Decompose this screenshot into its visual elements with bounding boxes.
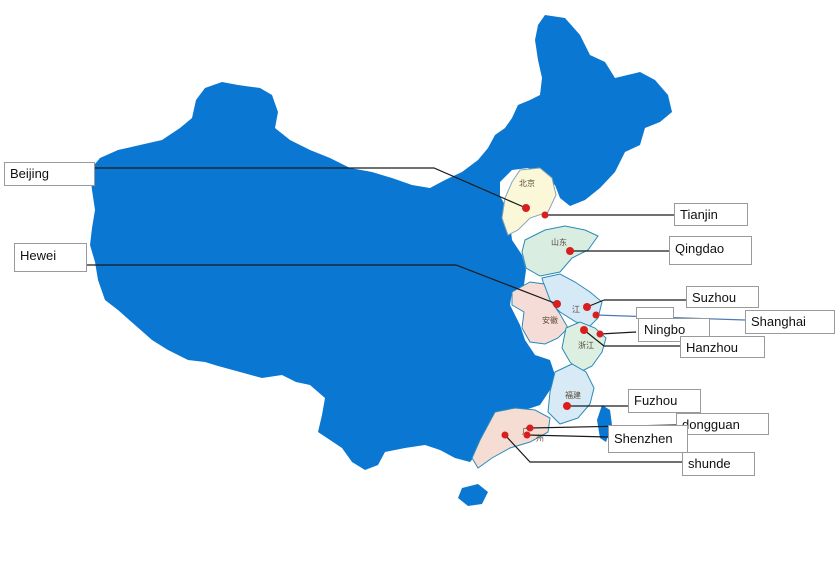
marker-fuzhou <box>563 402 571 410</box>
zhejiang-region <box>561 321 607 373</box>
province-label-beijing: 北京 <box>519 178 535 188</box>
marker-hanzhou <box>580 326 588 334</box>
leader-line-beijing <box>94 167 527 209</box>
leader-line-hanzhou <box>583 329 605 347</box>
marker-beijing <box>522 204 530 212</box>
city-label-tianjin: Tianjin <box>674 203 748 226</box>
leader-line-shenzhen <box>526 434 609 438</box>
leader-line-shunde <box>504 434 682 463</box>
city-label-shenzhen: Shenzhen <box>608 425 688 453</box>
leader-lines <box>87 167 746 463</box>
marker-shanghai <box>592 311 600 319</box>
province-label-fujian: 福建 <box>565 390 581 400</box>
leader-line-hewei <box>87 264 558 305</box>
city-label-shunde: shunde <box>682 452 755 476</box>
city-label-fuzhou: Fuzhou <box>628 389 701 413</box>
marker-shunde <box>501 431 509 439</box>
city-label-shanghai: Shanghai <box>745 310 835 334</box>
province-label-guangdong-2: 州 <box>536 434 544 443</box>
marker-shenzhen <box>523 431 531 439</box>
province-label-guangdong: 广 <box>522 426 530 436</box>
province-label-jiangsu: 江 <box>572 305 580 314</box>
anhui-region <box>511 281 569 345</box>
province-label-shandong: 山东 <box>551 237 567 247</box>
marker-suzhou <box>583 303 591 311</box>
city-label-hanzhou: Hanzhou <box>680 336 765 358</box>
province-label-zhejiang: 浙江 <box>578 340 594 350</box>
guangdong-region <box>471 407 551 469</box>
city-label-dongguan: dongguan <box>676 413 769 435</box>
marker-ningbo <box>596 330 604 338</box>
fujian-region <box>547 363 595 425</box>
mainland-china-shape <box>90 15 672 470</box>
leader-line-ningbo <box>599 331 637 335</box>
beijing-hebei-region <box>501 167 557 236</box>
city-label-hewei: Hewei <box>14 243 87 272</box>
city-label-suzhou: Suzhou <box>686 286 759 308</box>
shandong-region <box>521 225 599 277</box>
hainan-shape <box>458 484 488 506</box>
marker-hewei <box>553 300 561 308</box>
marker-tianjin <box>541 211 549 219</box>
province-label-anhui: 安徽 <box>542 315 558 325</box>
marker-qingdao <box>566 247 574 255</box>
marker-dongguan <box>526 424 534 432</box>
city-markers <box>501 204 604 439</box>
city-label-qingdao: Qingdao <box>669 236 752 265</box>
city-label-beijing: Beijing <box>4 162 95 186</box>
